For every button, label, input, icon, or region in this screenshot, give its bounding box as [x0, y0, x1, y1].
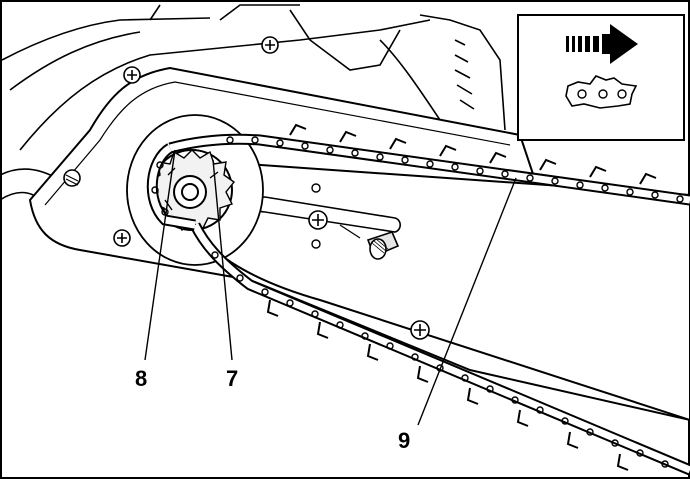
leader-line-7: [212, 159, 233, 361]
leader-lines: [144, 149, 517, 426]
side-knob: [63, 169, 81, 187]
direction-arrow-icon: [566, 24, 638, 64]
leader-line-9: [417, 177, 517, 426]
cover-screw: [123, 66, 141, 84]
cover-screw: [113, 229, 131, 247]
slot-line: [339, 224, 361, 239]
cover-edge: [44, 81, 511, 206]
chain-link-icon: [565, 75, 638, 109]
callout-7: 7: [226, 366, 238, 391]
cover-screw: [261, 36, 279, 54]
saw-housing: [0, 4, 506, 201]
callout-9: 9: [398, 428, 410, 453]
cover-screw: [410, 320, 430, 340]
saw-chain: [146, 123, 690, 476]
direction-inset: [517, 14, 685, 141]
leader-line-8: [144, 149, 176, 361]
callout-8: 8: [135, 366, 147, 391]
tension-screw: [308, 210, 328, 230]
tension-pin: [366, 231, 400, 260]
bar-hole: [311, 183, 321, 193]
bar-hole: [311, 239, 321, 249]
